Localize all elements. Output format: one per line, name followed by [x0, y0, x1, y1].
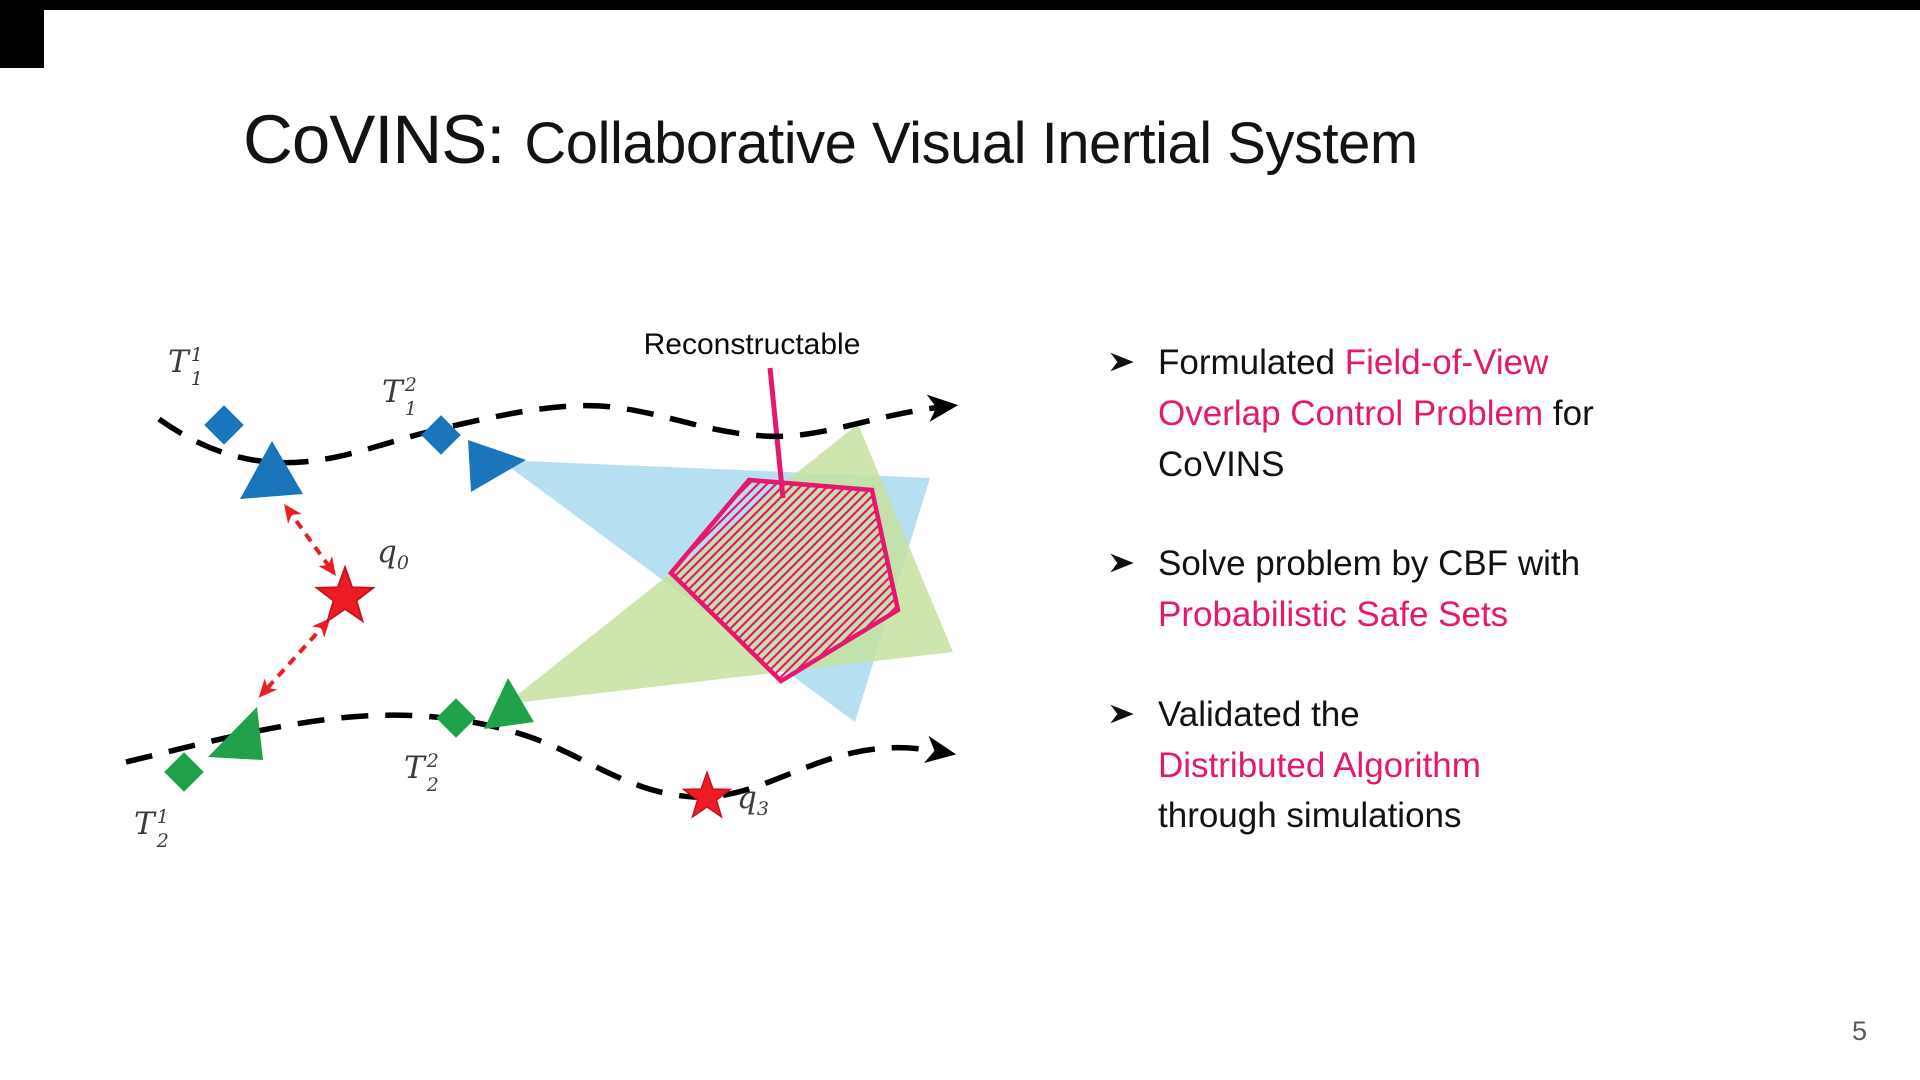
- pose-diamond-icon-t11: [204, 405, 244, 445]
- reconstructable-pointer-line: [767, 367, 786, 499]
- bullet3-line1-black: Validated the: [1158, 694, 1360, 734]
- bullet1-line3-black: CoVINS: [1158, 444, 1285, 484]
- list-item-formulated: Formulated Field-of-View Overlap Control…: [1108, 338, 1748, 490]
- bullet2-line1-black: Solve problem by CBF with: [1158, 544, 1581, 584]
- pose-diamond-icon-t12: [421, 415, 461, 455]
- bullet-arrow-icon: [1108, 348, 1136, 490]
- top-left-black-block: [0, 0, 44, 68]
- bullet1-line1-black: Formulated: [1158, 343, 1345, 382]
- list-item-solve: Solve problem by CBF with Probabilistic …: [1108, 539, 1748, 641]
- title-main: CoVINS:: [243, 101, 505, 178]
- range-arrow-bottom-icon: [258, 618, 331, 698]
- bullet3-line3-black: through simulations: [1158, 796, 1462, 836]
- page-number: 5: [1852, 1016, 1868, 1046]
- bullet1-line2-pink: Overlap Control Problem: [1158, 393, 1544, 433]
- bullet-text: Validated the Distributed Algorithm thro…: [1158, 690, 1481, 842]
- top-black-strip: [0, 0, 1920, 10]
- bullet2-line2-pink: Probabilistic Safe Sets: [1158, 595, 1509, 634]
- bullet1-line2-black: for: [1543, 393, 1594, 433]
- label-q3: q3: [737, 780, 769, 820]
- bullet3-line2-pink: Distributed Algorithm: [1158, 745, 1481, 785]
- landmark-star-icon-q0: [314, 564, 376, 624]
- camera-fov-icon-green-2: [484, 678, 534, 729]
- list-item-validated: Validated the Distributed Algorithm thro…: [1108, 690, 1748, 842]
- pose-diamond-icon-t21: [164, 752, 204, 792]
- title-subtitle: Collaborative Visual Inertial System: [524, 111, 1418, 176]
- bullet-list: Formulated Field-of-View Overlap Control…: [1108, 338, 1748, 891]
- label-q0: q0: [377, 534, 409, 574]
- pose-diamond-icon-t22: [436, 698, 476, 738]
- bullet-arrow-icon: [1108, 700, 1136, 842]
- bullet-text: Solve problem by CBF with Probabilistic …: [1158, 539, 1580, 641]
- page-title: CoVINS: Collaborative Visual Inertial Sys…: [243, 100, 1418, 179]
- reconstructable-overlap-polygon: [667, 477, 901, 684]
- bullet-arrow-icon: [1108, 549, 1136, 641]
- camera-fov-icon-blue-1: [240, 441, 303, 499]
- camera-fov-icon-green-1: [208, 707, 263, 760]
- landmark-star-icon-q3: [681, 770, 733, 819]
- range-arrow-top-icon: [284, 503, 336, 577]
- camera-fov-icon-blue-2: [468, 440, 526, 492]
- bullet1-line1-pink: Field-of-View: [1344, 343, 1549, 382]
- bullet-text: Formulated Field-of-View Overlap Control…: [1158, 338, 1594, 490]
- trajectory-path-top: [157, 394, 959, 466]
- trajectory-path-bottom: [125, 712, 957, 800]
- reconstructable-label: Reconstructable: [644, 328, 861, 361]
